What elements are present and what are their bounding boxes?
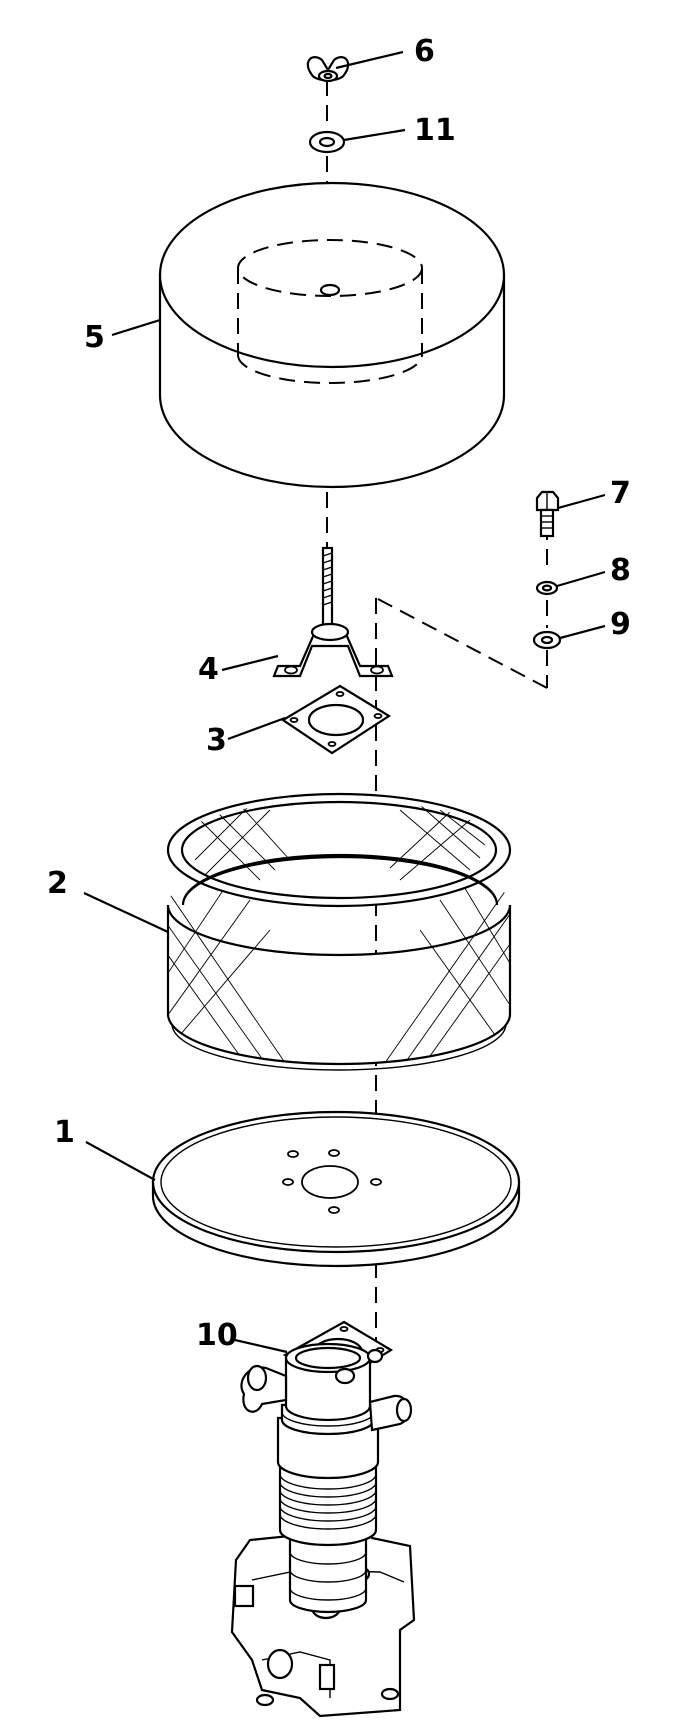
callout-3: 3 — [206, 723, 227, 758]
callout-7: 7 — [610, 476, 631, 511]
callout-4: 4 — [198, 652, 219, 687]
part-6-wing-nut — [306, 56, 350, 83]
callouts: 6 11 5 7 8 9 4 3 2 1 10 — [47, 34, 631, 1353]
part-3-gasket — [280, 684, 392, 755]
fastener-link-line — [375, 524, 548, 689]
carburetor-assembly — [230, 1342, 416, 1718]
callout-5: 5 — [84, 320, 105, 355]
part-9-flat-washer — [532, 630, 562, 650]
callout-9: 9 — [610, 607, 631, 642]
callout-1: 1 — [54, 1115, 75, 1150]
callout-8: 8 — [610, 553, 631, 588]
callout-10: 10 — [196, 1318, 238, 1353]
callout-11: 11 — [414, 113, 456, 148]
part-2-filter-element — [166, 792, 512, 1071]
part-5-filter-cover — [158, 181, 506, 489]
callout-2: 2 — [47, 866, 68, 901]
part-11-washer — [308, 130, 346, 154]
part-8-lock-washer — [535, 580, 559, 596]
part-4-stud-bracket — [272, 546, 394, 678]
callout-6: 6 — [414, 34, 435, 69]
part-1-base-plate — [151, 1110, 521, 1268]
leader-lines — [83, 50, 606, 1354]
part-7-bolt — [535, 490, 560, 538]
